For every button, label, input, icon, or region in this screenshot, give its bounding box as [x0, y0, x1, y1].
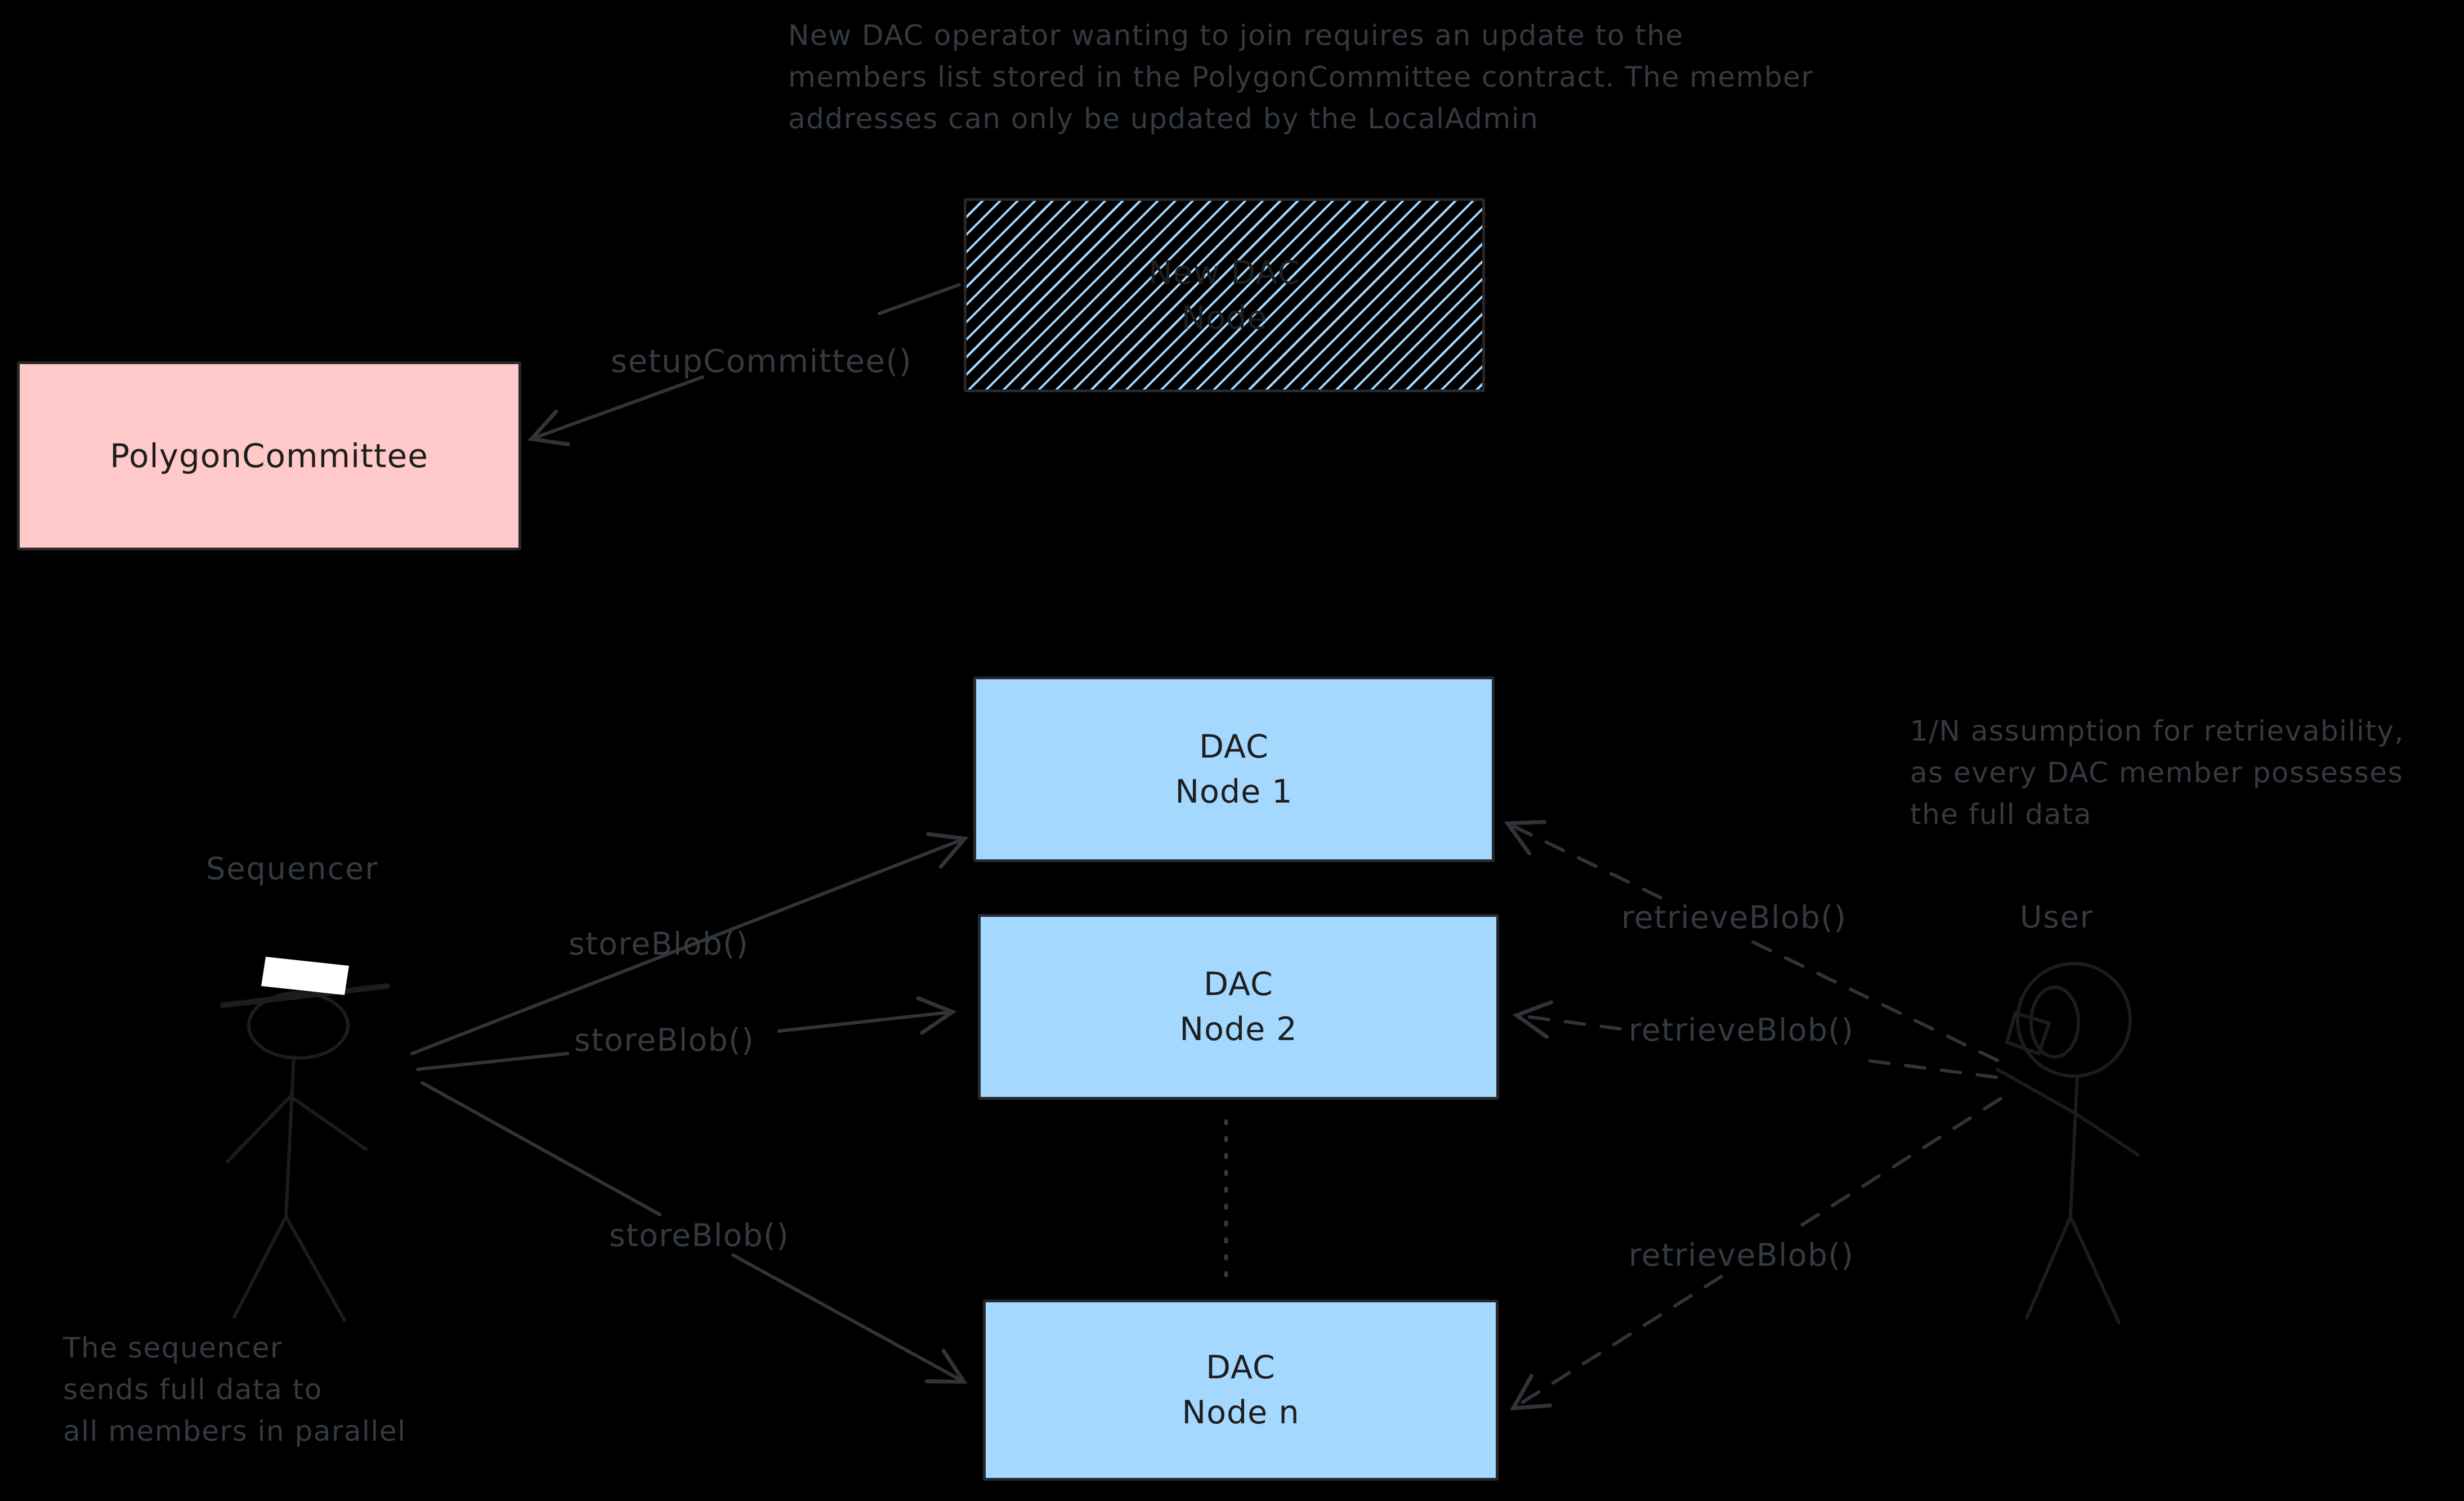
- retrieveblob-arrow-node1-head: [1504, 819, 1662, 899]
- new-dac-node-label-line1: New DAC: [1148, 254, 1301, 292]
- retrieval-note-line: the full data: [1910, 798, 2092, 831]
- parallel-note: The sequencer sends full data to all mem…: [63, 1327, 406, 1452]
- dac-node-n-label-line2: Node n: [1182, 1394, 1300, 1431]
- new-dac-node-label-line2: Node: [1181, 299, 1268, 337]
- parallel-note-line: The sequencer: [63, 1332, 283, 1364]
- dac-node-2-label-line2: Node 2: [1179, 1011, 1298, 1048]
- setupcommittee-label: setupCommittee(): [611, 343, 913, 380]
- storeblob-label-noden: storeBlob(): [609, 1217, 790, 1253]
- join-note-line: addresses can only be updated by the Loc…: [788, 102, 1539, 135]
- retrieveblob-arrows: [1504, 819, 2002, 1410]
- setupcommittee-arrow: [527, 283, 961, 446]
- dac-node-n-box: DAC Node n: [983, 1300, 1499, 1481]
- storeblob-arrows: [410, 832, 969, 1384]
- sequencer-hat: [261, 957, 349, 995]
- sequencer-label: Sequencer: [206, 851, 379, 886]
- storeblob-arrow-node2-tail: [416, 1052, 569, 1071]
- retrieveblob-label-node1: retrieveBlob(): [1621, 899, 1847, 935]
- dac-node-2-box: DAC Node 2: [978, 914, 1499, 1100]
- retrieval-note-line: as every DAC member possesses: [1910, 756, 2404, 789]
- retrieveblob-label-noden: retrieveBlob(): [1629, 1237, 1854, 1273]
- retrieveblob-arrow-node1-tail: [1748, 939, 1999, 1062]
- retrieveblob-arrow-noden-tail: [1792, 1097, 2002, 1232]
- storeblob-label-node2: storeBlob(): [574, 1022, 755, 1058]
- retrieval-note: 1/N assumption for retrievability, as ev…: [1910, 710, 2404, 835]
- storeblob-arrow-noden-head: [731, 1253, 968, 1384]
- retrieveblob-arrow-node2-tail: [1855, 1058, 1998, 1079]
- storeblob-arrow-noden-tail: [421, 1081, 661, 1216]
- polygon-committee-box: PolygonCommittee: [17, 361, 521, 550]
- user-figure-icon: [1996, 962, 2140, 1324]
- retrieveblob-arrow-noden-head: [1509, 1275, 1723, 1410]
- retrieval-note-line: 1/N assumption for retrievability,: [1910, 715, 2404, 747]
- join-note-line: members list stored in the PolygonCommit…: [788, 61, 1814, 93]
- dac-node-n-label-line1: DAC: [1206, 1349, 1276, 1386]
- polygon-committee-label: PolygonCommittee: [110, 437, 428, 475]
- parallel-note-line: sends full data to: [63, 1373, 323, 1406]
- retrieveblob-arrow-node2-head: [1512, 1000, 1622, 1039]
- join-note: New DAC operator wanting to join require…: [788, 15, 1814, 140]
- sequencer-figure-icon: [220, 957, 390, 1322]
- parallel-note-line: all members in parallel: [63, 1415, 406, 1448]
- user-label: User: [2020, 899, 2094, 935]
- retrieveblob-label-node2: retrieveBlob(): [1629, 1012, 1854, 1048]
- storeblob-label-node1: storeBlob(): [569, 926, 749, 962]
- join-note-line: New DAC operator wanting to join require…: [788, 19, 1684, 52]
- dac-node-2-label-line1: DAC: [1204, 966, 1273, 1003]
- storeblob-arrow-node2-head: [777, 996, 957, 1035]
- dac-node-1-box: DAC Node 1: [973, 676, 1495, 862]
- storeblob-arrow-node1: [410, 832, 969, 1055]
- dac-node-1-label-line2: Node 1: [1175, 773, 1293, 810]
- dac-node-1-label-line1: DAC: [1199, 728, 1269, 765]
- new-dac-node-box: New DAC Node: [964, 198, 1485, 392]
